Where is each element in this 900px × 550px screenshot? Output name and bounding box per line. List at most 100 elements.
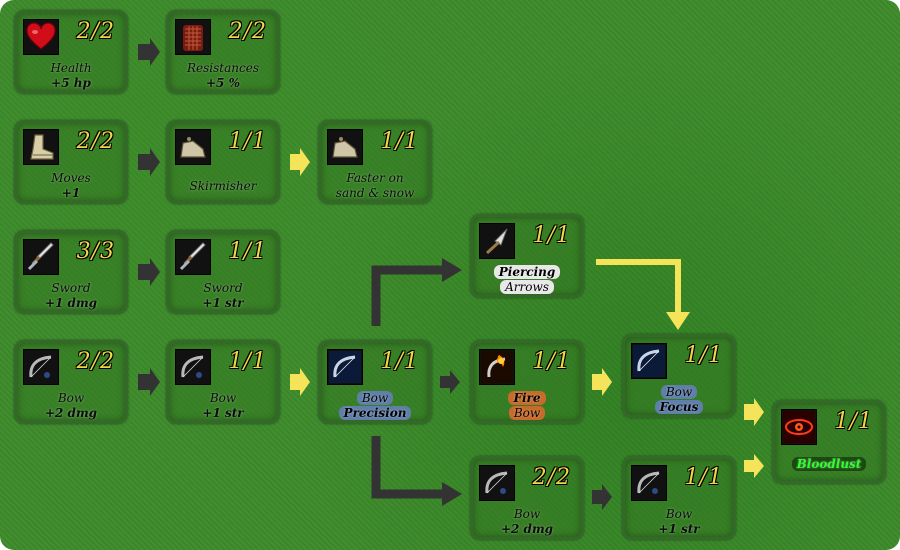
- skill-node-bow-precision[interactable]: 1/1 Bow Precision: [318, 340, 432, 424]
- skill-count: 1/1: [532, 223, 571, 248]
- skill-name: Sword: [51, 281, 91, 295]
- skill-value: +5 %: [206, 76, 240, 90]
- skill-count: 2/2: [76, 349, 115, 374]
- skill-name: Bow: [321, 391, 429, 405]
- arrow-focus-bloodlust: [744, 398, 764, 426]
- skill-value: +1 str: [202, 296, 244, 310]
- skill-value: +5 hp: [51, 76, 91, 90]
- bow-icon: [631, 465, 667, 501]
- skill-name: Resistances: [187, 61, 259, 75]
- arrow-precision-bow3: [371, 436, 446, 499]
- arrow-bow1-bow2: [138, 368, 160, 396]
- skill-name: Health: [50, 61, 92, 75]
- arrow-moves-skirmisher: [138, 148, 160, 176]
- skill-count: 1/1: [228, 349, 267, 374]
- skill-node-piercing-arrows[interactable]: 1/1 Piercing Arrows: [470, 214, 584, 298]
- arrow-fire-focus: [592, 368, 612, 396]
- skill-value: +1 str: [658, 522, 700, 536]
- skill-node-bow-str[interactable]: 1/1 Bow +1 str: [166, 340, 280, 424]
- skill-node-skirmisher[interactable]: 1/1 Skirmisher: [166, 120, 280, 204]
- skill-count: 1/1: [380, 349, 419, 374]
- sword-icon: [175, 239, 211, 275]
- fire-bow-icon: [479, 349, 515, 385]
- arrow-bow3-bow4: [592, 484, 612, 510]
- skill-value: +1 dmg: [44, 296, 98, 310]
- arrow-precision-fire: [440, 370, 460, 394]
- skill-name: Faster on: [346, 171, 404, 185]
- boot-icon: [175, 129, 211, 165]
- boot-icon: [327, 129, 363, 165]
- skill-name: Piercing: [473, 265, 581, 279]
- skill-node-bow-str-2[interactable]: 1/1 Bow +1 str: [622, 456, 736, 540]
- sword-icon: [23, 239, 59, 275]
- skill-node-sword-str[interactable]: 1/1 Sword +1 str: [166, 230, 280, 314]
- skill-name-highlight: Focus: [654, 400, 704, 414]
- skill-name: Bow: [57, 391, 85, 405]
- skill-name-line2: Precision: [321, 406, 429, 420]
- arrowhead-icon: [479, 223, 515, 259]
- skill-name: Bow: [209, 391, 237, 405]
- skill-name-line2: Focus: [625, 400, 733, 414]
- skill-count: 1/1: [684, 343, 723, 368]
- skill-count: 3/3: [76, 239, 115, 264]
- red-eye-icon: [781, 409, 817, 445]
- skill-name: Sword: [203, 281, 243, 295]
- arrow-bow4-bloodlust: [744, 454, 764, 478]
- skill-count: 1/1: [834, 409, 873, 434]
- arrow-bow2-precision: [290, 368, 310, 396]
- skill-count: 2/2: [76, 19, 115, 44]
- skill-node-faster-on-sand-snow[interactable]: 1/1 Faster on sand & snow: [318, 120, 432, 204]
- skill-node-moves[interactable]: 2/2 Moves +1: [14, 120, 128, 204]
- skill-count: 1/1: [380, 129, 419, 154]
- skill-value: +1 str: [202, 406, 244, 420]
- bow-icon: [23, 349, 59, 385]
- skill-count: 1/1: [228, 129, 267, 154]
- skill-node-resistances[interactable]: 2/2 Resistances +5 %: [166, 10, 280, 94]
- arrow-piercing-focus: [596, 259, 681, 316]
- skill-name-highlight: Bloodlust: [791, 457, 867, 471]
- skill-name-line2: Bow: [473, 406, 581, 420]
- skill-node-bow-focus[interactable]: 1/1 Bow Focus: [622, 334, 736, 418]
- bow-icon: [327, 349, 363, 385]
- skill-name-highlight: Precision: [338, 406, 412, 420]
- skill-name-line2: Arrows: [473, 280, 581, 294]
- skill-name: Moves: [51, 171, 91, 185]
- skill-count: 2/2: [76, 129, 115, 154]
- skill-name-highlight: Arrows: [500, 280, 554, 294]
- bow-icon: [175, 349, 211, 385]
- skill-node-bloodlust[interactable]: 1/1 Bloodlust: [772, 400, 886, 484]
- skill-name: Skirmisher: [189, 179, 257, 193]
- skill-name: Bow: [513, 507, 541, 521]
- skill-name-highlight: Bow: [508, 406, 546, 420]
- skill-node-bow-dmg-2[interactable]: 2/2 Bow +2 dmg: [470, 456, 584, 540]
- skill-name: Fire: [473, 391, 581, 405]
- skill-name-highlight: Bow: [356, 391, 394, 405]
- skill-name-line2: sand & snow: [335, 186, 415, 200]
- skill-name-highlight: Fire: [508, 391, 546, 405]
- skill-value: +1: [61, 186, 81, 200]
- bow-icon: [479, 465, 515, 501]
- boot-icon: [23, 129, 59, 165]
- skill-name: Bloodlust: [775, 457, 883, 471]
- arrow-skirmisher-faster: [290, 148, 310, 176]
- skill-count: 1/1: [228, 239, 267, 264]
- skill-count: 2/2: [532, 465, 571, 490]
- skill-value: +2 dmg: [500, 522, 554, 536]
- skill-node-sword-dmg[interactable]: 3/3 Sword +1 dmg: [14, 230, 128, 314]
- bow-icon: [631, 343, 667, 379]
- skill-name-highlight: Bow: [660, 385, 698, 399]
- arrow-health-resistances: [138, 38, 160, 66]
- skill-node-health[interactable]: 2/2 Health +5 hp: [14, 10, 128, 94]
- skill-name: Bow: [665, 507, 693, 521]
- skill-node-bow-dmg[interactable]: 2/2 Bow +2 dmg: [14, 340, 128, 424]
- skill-node-fire-bow[interactable]: 1/1 Fire Bow: [470, 340, 584, 424]
- skill-name-highlight: Piercing: [493, 265, 561, 279]
- skill-count: 2/2: [228, 19, 267, 44]
- arrow-sword1-sword2: [138, 258, 160, 286]
- skill-value: +2 dmg: [44, 406, 98, 420]
- skill-name: Bow: [625, 385, 733, 399]
- arrow-precision-piercing: [371, 265, 446, 326]
- chainmail-icon: [175, 19, 211, 55]
